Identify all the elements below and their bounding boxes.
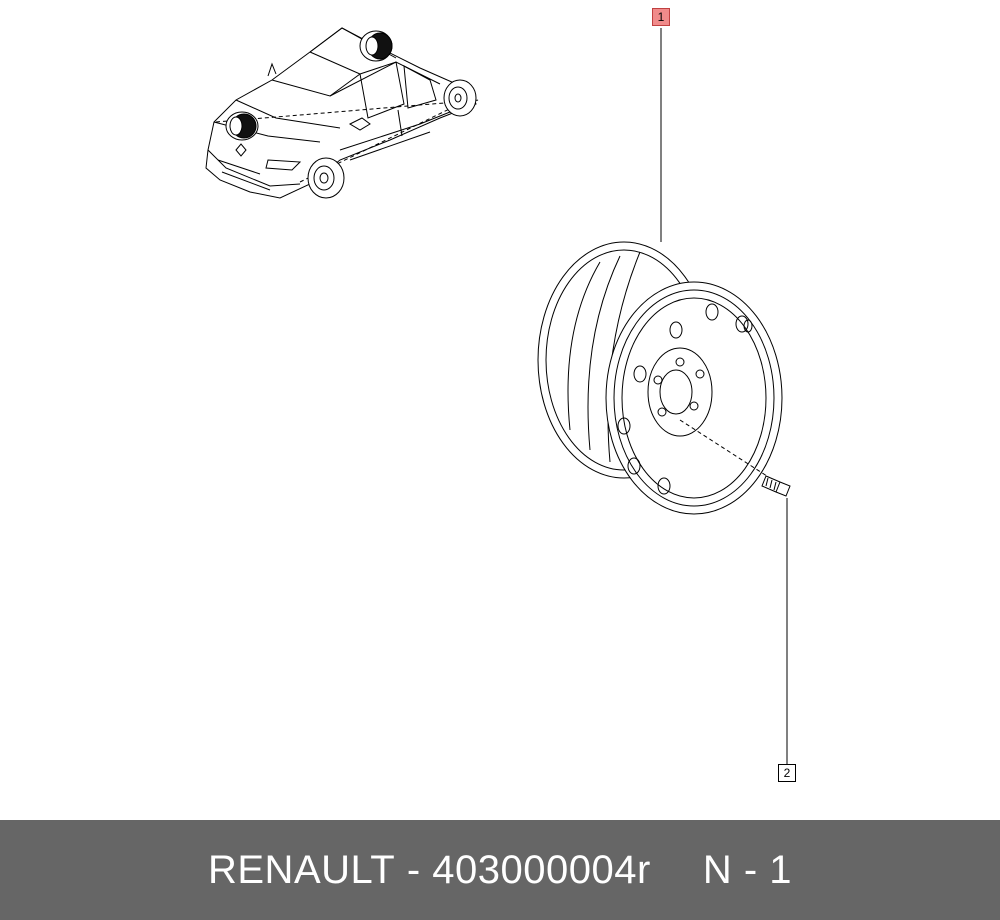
- footer-bar: RENAULT - 403000004r N - 1: [0, 820, 1000, 920]
- footer-brand: RENAULT: [207, 847, 396, 892]
- car-wheel-front-left: [225, 111, 259, 141]
- footer-separator: -: [395, 847, 433, 892]
- car-wheel-rear-top: [359, 30, 393, 62]
- footer-part-number: 403000004r: [432, 847, 651, 892]
- car-wheel-rear-right: [443, 79, 477, 117]
- callout-1[interactable]: 1: [652, 8, 670, 26]
- car-wheel-front-right: [307, 157, 345, 199]
- car-thumbnail: [205, 27, 481, 199]
- wheel-bolt: [761, 475, 791, 497]
- footer-quantity: N - 1: [702, 847, 792, 892]
- steel-wheel: [537, 241, 783, 515]
- parts-diagram: [205, 27, 791, 764]
- callout-2[interactable]: 2: [778, 764, 796, 782]
